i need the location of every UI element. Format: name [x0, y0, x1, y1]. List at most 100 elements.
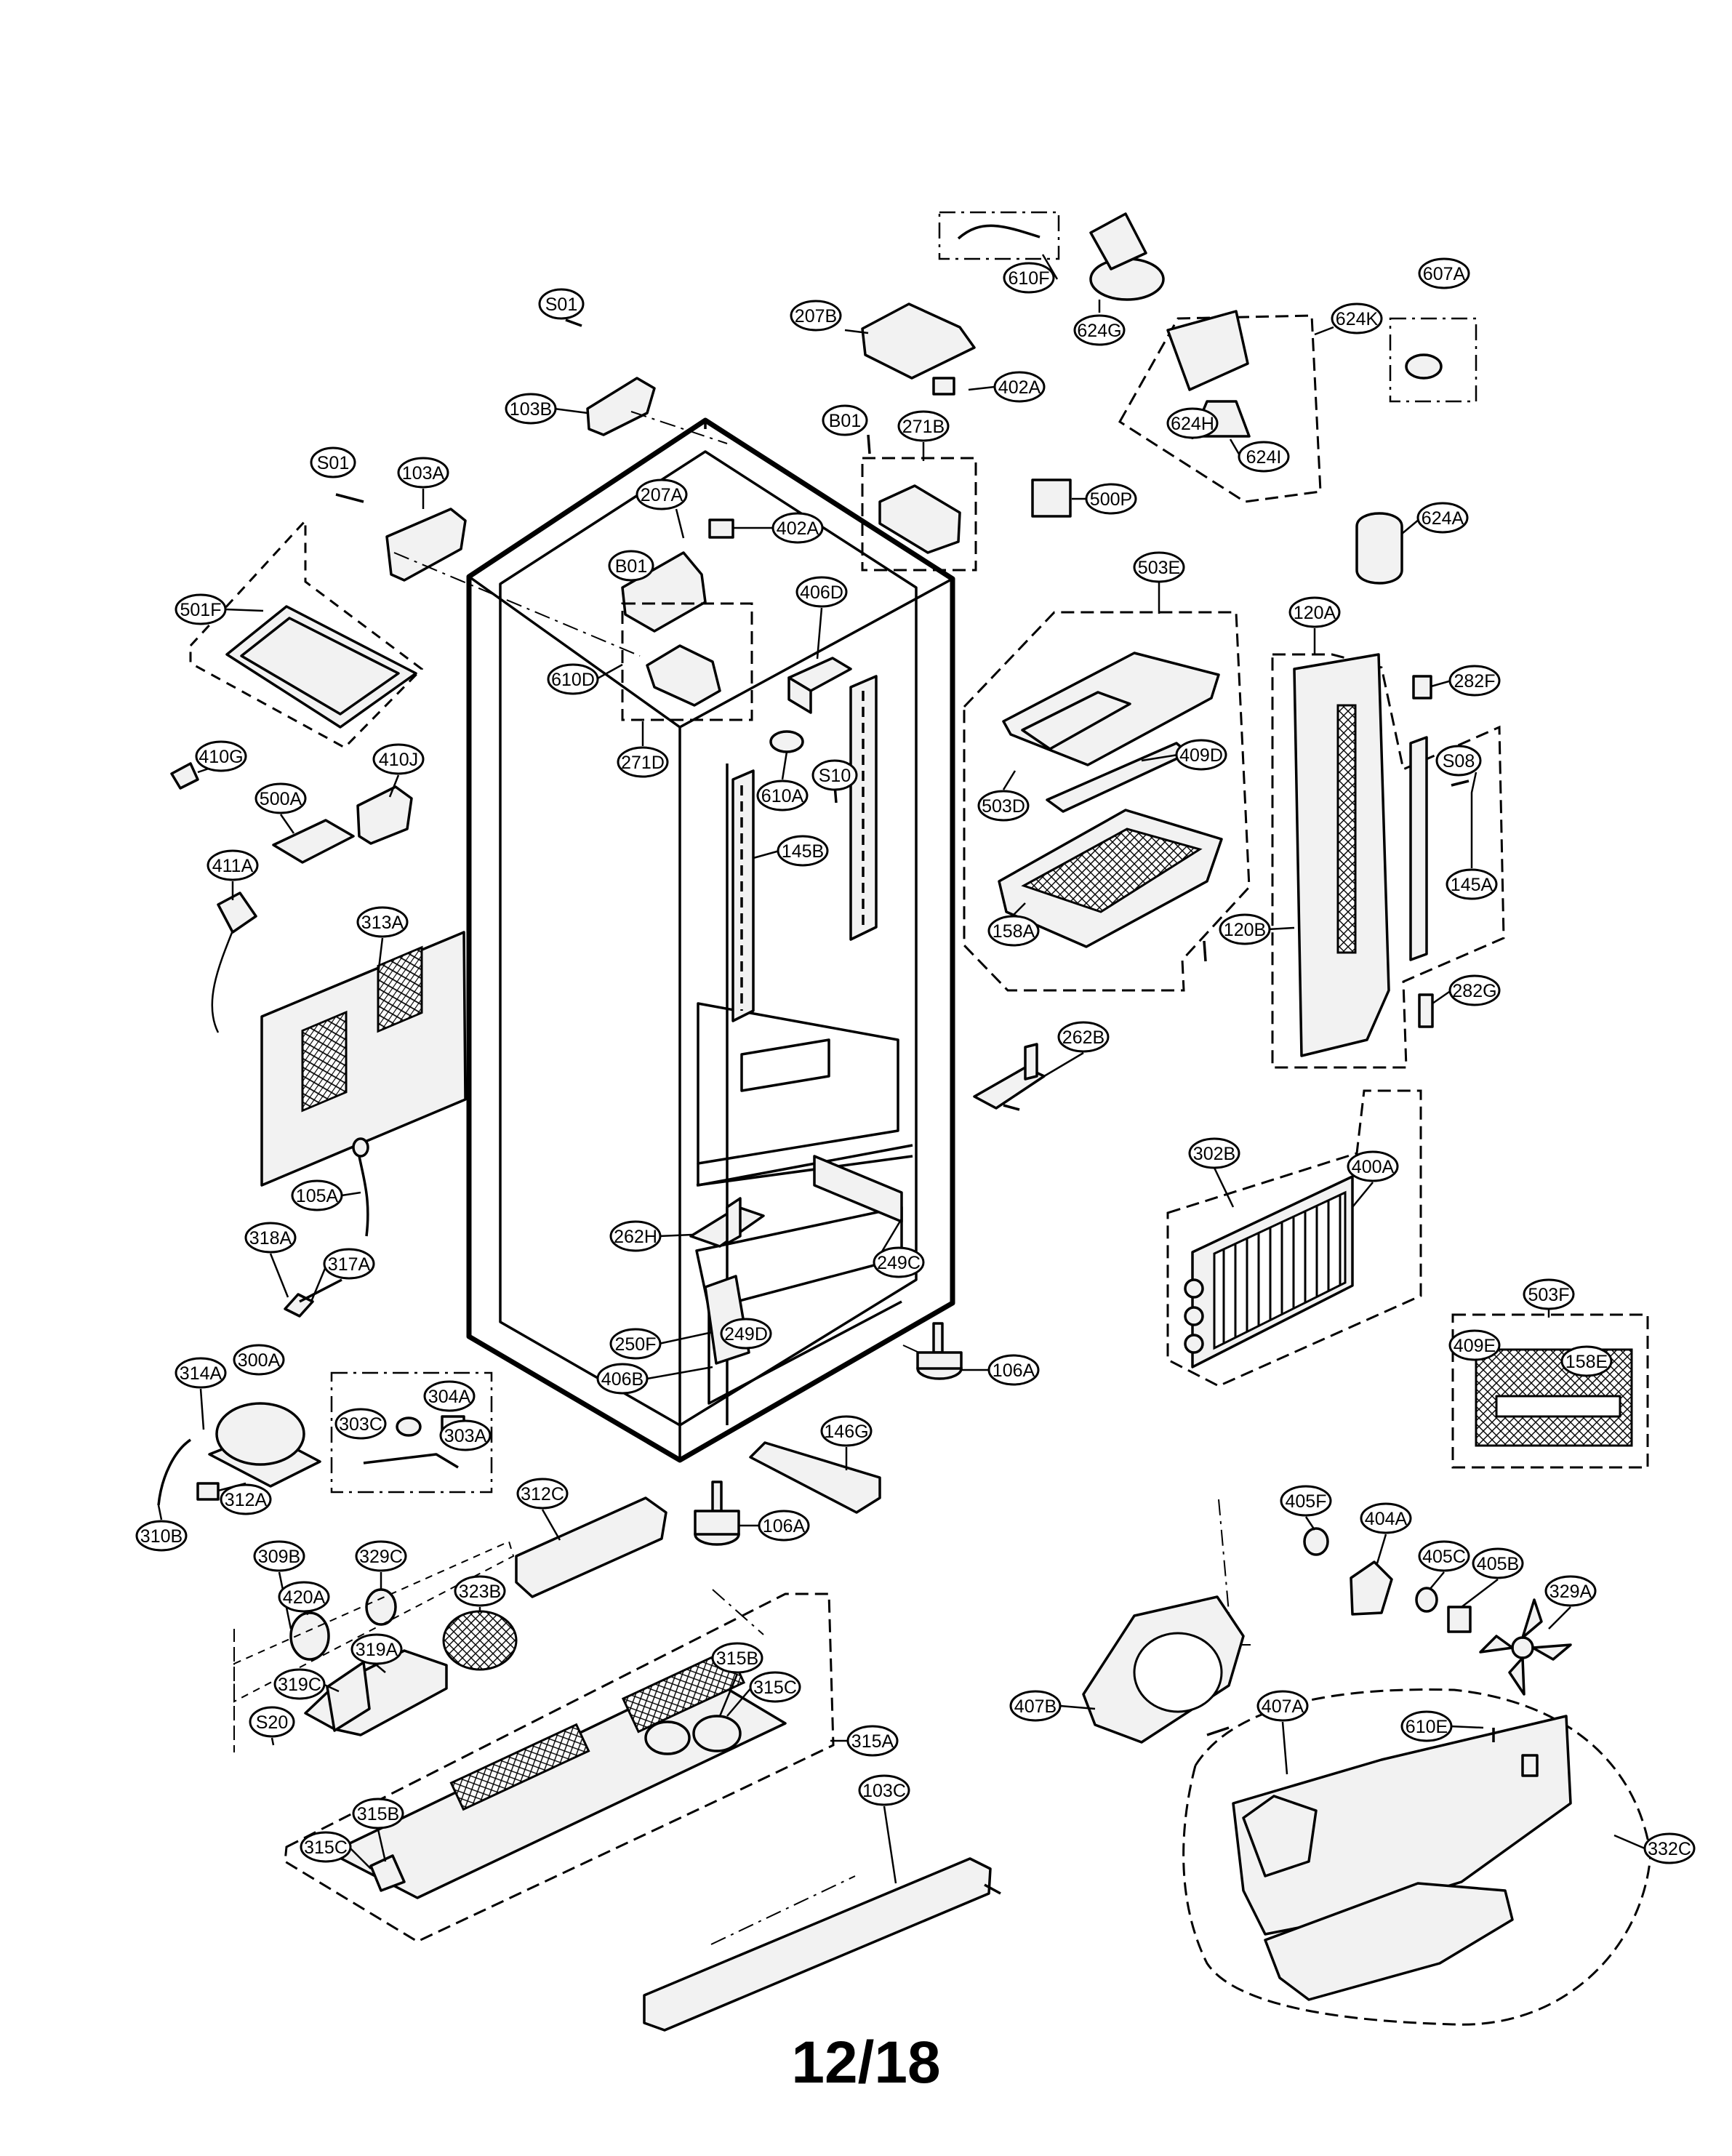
callout-label: 282F	[1454, 671, 1496, 692]
callout-207b: 207B	[790, 300, 842, 332]
filter-624A	[1355, 512, 1403, 585]
callout-120b: 120B	[1219, 913, 1271, 945]
callout-610a: 610A	[756, 780, 809, 811]
callout-309b: 309B	[253, 1540, 305, 1572]
callout-315a: 315A	[846, 1725, 899, 1757]
compressor-300A	[208, 1402, 321, 1488]
callout-label: 610D	[551, 670, 595, 690]
valve-624G	[1089, 212, 1165, 301]
callout-607a: 607A	[1418, 257, 1470, 289]
part-103B	[586, 377, 656, 436]
part-406D	[787, 657, 852, 714]
cabinet	[466, 417, 955, 1463]
callout-262b: 262B	[1057, 1021, 1110, 1053]
callout-271d: 271D	[617, 746, 669, 778]
callout-label: 420A	[283, 1587, 326, 1608]
callout-label: 610F	[1009, 268, 1050, 289]
callout-label: 312A	[225, 1490, 268, 1510]
leg-106A-right	[916, 1322, 963, 1380]
callout-249c: 249C	[873, 1246, 925, 1278]
bracket-319A	[304, 1649, 448, 1736]
board-500A	[272, 819, 355, 864]
duct-120A	[1271, 653, 1505, 1069]
callout-label: 315A	[851, 1731, 894, 1752]
callout-label: 271B	[902, 417, 945, 437]
callout-label: 405B	[1477, 1554, 1519, 1574]
callout-303c: 303C	[334, 1408, 387, 1440]
callout-label: 329A	[1549, 1582, 1592, 1602]
callout-610e: 610E	[1400, 1710, 1453, 1742]
callout-label: 313A	[361, 913, 404, 933]
callout-501f: 501F	[175, 593, 227, 625]
tube-105A	[352, 1137, 369, 1237]
callout-label: 503D	[982, 796, 1025, 817]
sensor-318A-317A	[284, 1278, 342, 1318]
callout-label: 405F	[1286, 1491, 1327, 1512]
callout-304a: 304A	[423, 1380, 476, 1412]
assembly-332C	[1182, 1688, 1652, 2026]
kickplate-103C	[643, 1857, 992, 2032]
shroud-407B	[1082, 1595, 1245, 1744]
callout-label: 407B	[1014, 1696, 1057, 1717]
callout-label: 250F	[615, 1334, 657, 1355]
callout-405b: 405B	[1472, 1547, 1524, 1579]
callout-315b: 315B	[711, 1642, 763, 1674]
callout-249d: 249D	[720, 1318, 772, 1350]
callout-103b: 103B	[505, 393, 557, 425]
callout-b01: B01	[822, 404, 868, 436]
callout-label: 310B	[140, 1526, 183, 1547]
callout-402a: 402A	[771, 512, 824, 544]
callout-label: 409D	[1179, 745, 1223, 766]
callout-318a: 318A	[244, 1222, 297, 1254]
tray-501F	[189, 518, 424, 749]
callout-label: 610E	[1406, 1717, 1448, 1737]
callout-label: 402A	[998, 377, 1041, 398]
callout-label: 207A	[641, 485, 683, 505]
callout-label: 503E	[1138, 558, 1180, 578]
callout-420a: 420A	[278, 1581, 330, 1613]
callout-319c: 319C	[273, 1668, 326, 1700]
callout-label: 120A	[1294, 603, 1336, 623]
callout-624a: 624A	[1416, 502, 1469, 534]
callout-label: 405C	[1422, 1547, 1466, 1567]
part-607A	[1389, 317, 1478, 403]
callout-label: 624H	[1171, 414, 1214, 434]
callout-624k: 624K	[1331, 302, 1383, 334]
condenser-323B	[442, 1610, 518, 1671]
leg-106A-left	[694, 1480, 740, 1546]
callout-312c: 312C	[516, 1478, 569, 1510]
callout-624g: 624G	[1073, 314, 1126, 346]
callout-323b: 323B	[454, 1575, 506, 1607]
callout-label: 404A	[1365, 1509, 1408, 1529]
callout-label: 249D	[724, 1324, 768, 1345]
callout-label: 624A	[1422, 508, 1464, 529]
callout-103a: 103A	[397, 457, 449, 489]
callout-label: 262B	[1062, 1027, 1104, 1048]
callout-label: 315C	[304, 1838, 348, 1858]
bin-503E	[963, 611, 1251, 992]
callout-503f: 503F	[1523, 1278, 1575, 1310]
callout-315b: 315B	[352, 1798, 404, 1830]
fan-329C	[365, 1588, 397, 1626]
callout-label: 303C	[339, 1414, 382, 1435]
part-282G	[1418, 993, 1434, 1028]
callout-400a: 400A	[1347, 1150, 1399, 1182]
part-410G	[170, 762, 199, 790]
hinge-262B	[973, 1043, 1046, 1110]
callout-label: 323B	[459, 1582, 501, 1602]
callout-407a: 407A	[1256, 1690, 1309, 1722]
callout-label: 103A	[402, 463, 445, 484]
callout-s10: S10	[811, 759, 858, 791]
callout-310b: 310B	[135, 1520, 188, 1552]
callout-503e: 503E	[1133, 551, 1185, 583]
callout-label: 318A	[249, 1228, 292, 1249]
callout-409d: 409D	[1175, 739, 1227, 771]
fan-assembly	[1218, 1499, 1572, 1696]
callout-319a: 319A	[350, 1633, 403, 1665]
callout-label: 271D	[621, 753, 665, 773]
hinge-top-right	[861, 457, 977, 572]
callout-312a: 312A	[220, 1483, 272, 1515]
callout-label: 315B	[357, 1804, 399, 1824]
hinge-top-left	[621, 551, 753, 721]
